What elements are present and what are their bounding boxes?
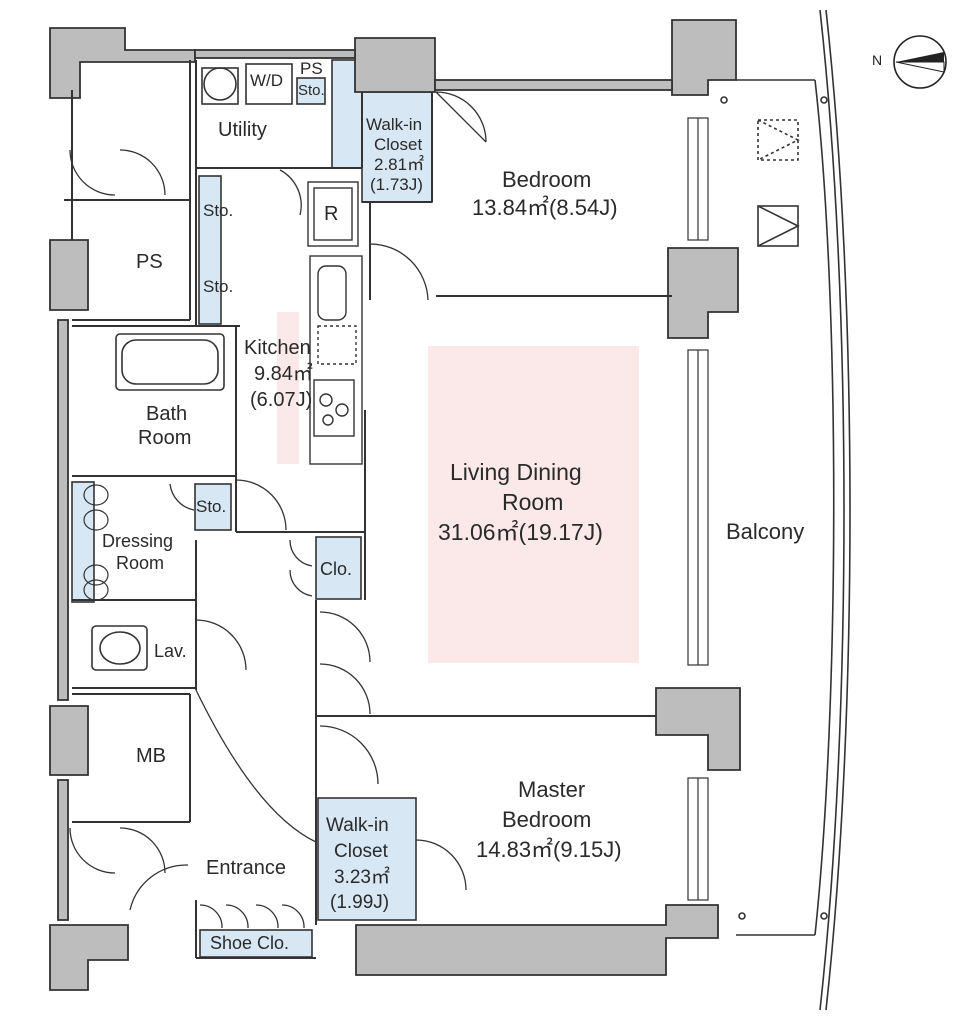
walkin2-label-2: Closet bbox=[334, 841, 388, 862]
dressing-label-1: Dressing bbox=[102, 531, 174, 551]
master-area: 14.83㎡(9.15J) bbox=[476, 837, 622, 862]
compass-icon bbox=[893, 35, 947, 89]
shoe-closet-label: Shoe Clo. bbox=[210, 933, 290, 953]
sto2-label: Sto. bbox=[203, 277, 234, 296]
clo-label: Clo. bbox=[320, 559, 353, 579]
mb-label: MB bbox=[136, 745, 166, 767]
walkin1-area: 2.81㎡ bbox=[374, 155, 425, 174]
walkin2-area: 3.23㎡ bbox=[334, 867, 390, 888]
structural-walls bbox=[49, 19, 741, 991]
kitchen-label: Kitchen bbox=[244, 337, 311, 359]
sto1-label: Sto. bbox=[203, 201, 234, 220]
ldr-label-2: Room bbox=[502, 489, 564, 515]
ps-small-label: PS bbox=[300, 59, 323, 78]
dressing-label-2: Room bbox=[116, 553, 165, 573]
windows bbox=[687, 117, 709, 901]
walkin2-j: (1.99J) bbox=[330, 892, 390, 913]
ldr-area: 31.06㎡(19.17J) bbox=[438, 519, 603, 545]
walkin1-label-1: Walk-in bbox=[366, 115, 423, 134]
kitchen-counter bbox=[307, 181, 363, 465]
sto-bath-label: Sto. bbox=[196, 497, 227, 516]
master-label-1: Master bbox=[518, 777, 586, 802]
living-highlight bbox=[428, 346, 639, 663]
partitions bbox=[64, 60, 672, 959]
walkin1-j: (1.73J) bbox=[370, 175, 423, 194]
door-swings bbox=[69, 91, 487, 929]
washer bbox=[203, 67, 237, 101]
master-label-2: Bedroom bbox=[502, 807, 592, 832]
fridge-label: R bbox=[324, 203, 339, 225]
walkin1-label-2: Closet bbox=[374, 135, 423, 154]
ac-unit-1 bbox=[757, 119, 799, 161]
ldr-label-1: Living Dining bbox=[450, 459, 582, 485]
sto-top-label: Sto. bbox=[298, 82, 325, 99]
entrance-label: Entrance bbox=[206, 857, 287, 879]
kitchen-area: 9.84㎡ bbox=[254, 363, 313, 385]
kitchen-j: (6.07J) bbox=[250, 389, 313, 411]
bath-label-1: Bath bbox=[146, 403, 188, 425]
bath-label-2: Room bbox=[138, 427, 192, 449]
compass-north-label: N bbox=[872, 52, 883, 68]
bedroom-area: 13.84㎡(8.54J) bbox=[472, 195, 618, 220]
bedroom-label: Bedroom bbox=[502, 167, 592, 192]
utility-label: Utility bbox=[218, 119, 267, 141]
balcony-label: Balcony bbox=[726, 519, 805, 544]
ac-unit-2 bbox=[757, 205, 799, 247]
lav-label: Lav. bbox=[154, 641, 187, 661]
kitchen-highlight bbox=[277, 312, 299, 464]
walkin2-label-1: Walk-in bbox=[326, 815, 389, 836]
ps-big-label: PS bbox=[136, 251, 163, 273]
wd-label: W/D bbox=[250, 71, 284, 90]
